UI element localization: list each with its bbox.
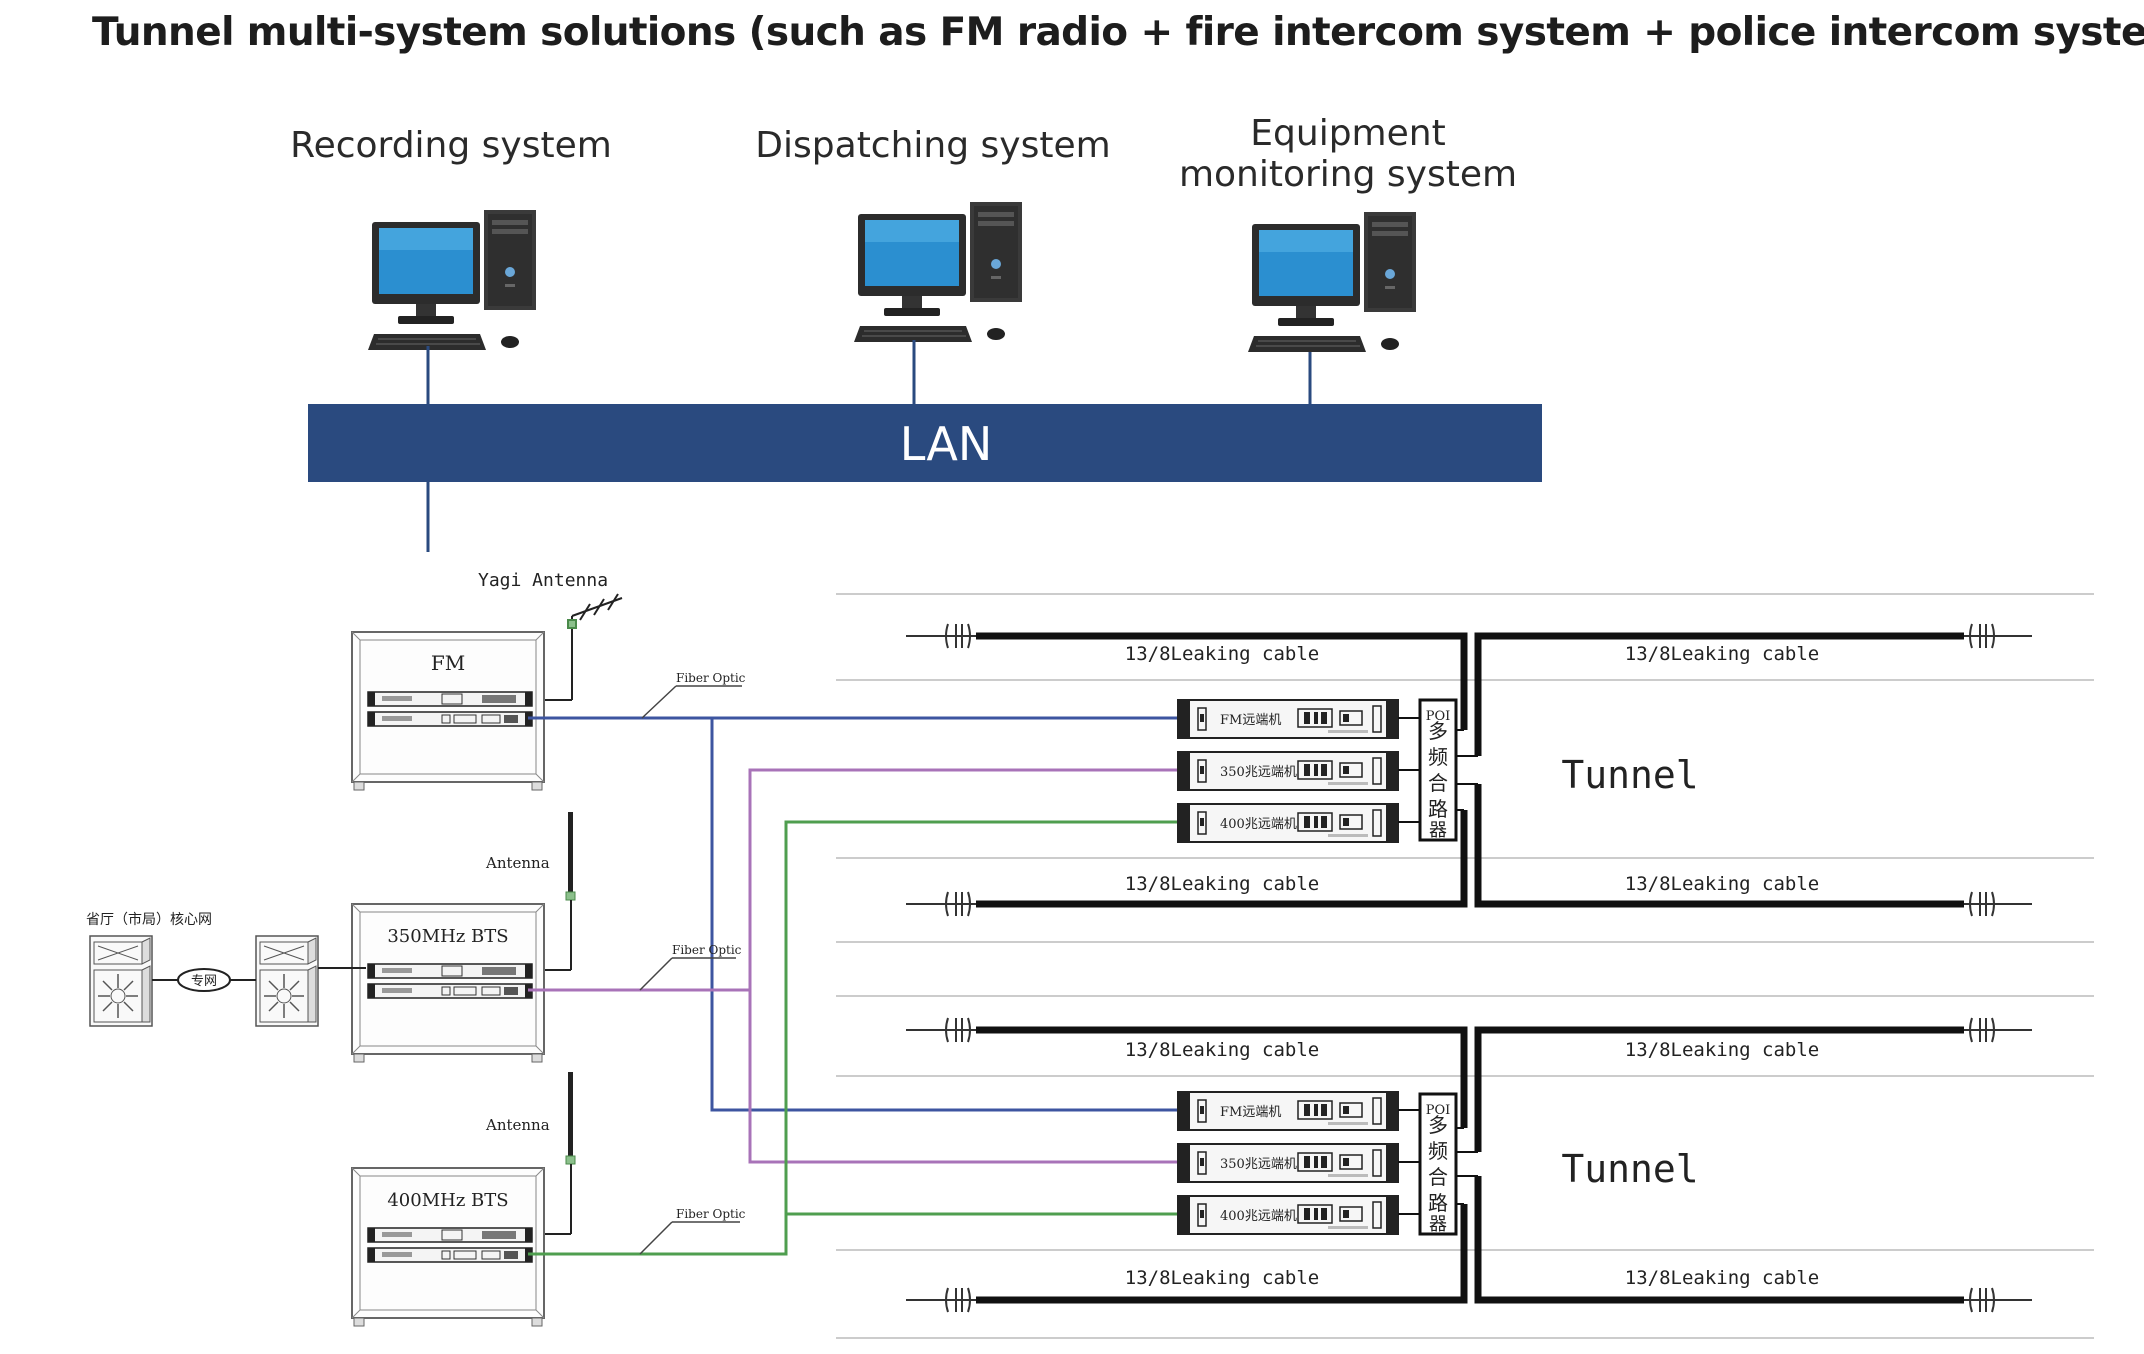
- combiner-char-2-0: 多: [1428, 1113, 1448, 1137]
- bts-350-rack-label: 350MHz BTS: [387, 926, 508, 947]
- leaking-cable-t1-top-left: [976, 632, 1468, 730]
- combiner-char-1-2: 合: [1428, 771, 1448, 795]
- private-network-label: 专网: [191, 974, 217, 989]
- bts-400-rack-label: 400MHz BTS: [387, 1190, 508, 1211]
- combiner-char-1-3: 路: [1428, 797, 1448, 821]
- monitoring-system-label-line2: monitoring system: [1179, 154, 1517, 195]
- fiber-350-branch: [748, 990, 1180, 1164]
- monitoring-system-label-line1: Equipment: [1250, 113, 1445, 154]
- combiner-char-1-4: 器: [1429, 820, 1447, 841]
- tunnel-1-label: Tunnel: [1561, 753, 1698, 797]
- connector-t1-tr: [1963, 623, 2001, 649]
- core-switch-icon: [89, 935, 153, 1027]
- antenna-350-label: Antenna: [485, 854, 550, 872]
- combiner-char-2-3: 路: [1428, 1191, 1448, 1215]
- remote-350-label-2: 350兆远端机: [1220, 1157, 1297, 1172]
- combiner-char-2-2: 合: [1428, 1165, 1448, 1189]
- leaking-cable-t1-bottom-right: [1474, 784, 1964, 908]
- recording-computer-icon: [367, 209, 537, 351]
- antenna-400-label: Antenna: [485, 1116, 550, 1134]
- connector-t2-bl: [939, 1287, 977, 1313]
- cable-label-t1-bl: 13/8Leaking cable: [1125, 873, 1319, 895]
- connector-t2-br: [1963, 1287, 2001, 1313]
- leaking-cable-t2-bottom-right: [1474, 1176, 1964, 1304]
- core-network-label: 省厅（市局）核心网: [86, 911, 212, 928]
- fm-remote-label-1: FM远端机: [1220, 713, 1281, 728]
- leaking-cable-t2-top-right: [1474, 1026, 1964, 1152]
- connector-t1-br: [1963, 891, 2001, 917]
- connector-t1-bl: [939, 891, 977, 917]
- leaking-cable-t1-bottom-left: [976, 810, 1468, 908]
- monitoring-computer-icon: [1247, 211, 1417, 353]
- dispatching-computer-icon: [853, 201, 1023, 343]
- dispatching-system-label: Dispatching system: [755, 125, 1110, 166]
- fm-rack-label: FM: [431, 651, 465, 675]
- combiner-char-2-1: 频: [1428, 1139, 1448, 1163]
- tunnel-2-label: Tunnel: [1561, 1147, 1698, 1191]
- combiner-char-2-4: 器: [1429, 1214, 1447, 1235]
- fiber-350-line: [528, 768, 1180, 992]
- page-title: Tunnel multi-system solutions (such as F…: [92, 10, 2144, 55]
- poi-label-2: POI: [1426, 1103, 1451, 1118]
- cable-label-t1-tl: 13/8Leaking cable: [1125, 643, 1319, 665]
- poi-combiner-1: [1418, 698, 1458, 842]
- fiber-optic-label-350: Fiber Optic: [672, 943, 742, 957]
- fiber-optic-label-fm: Fiber Optic: [676, 671, 746, 685]
- combiner-char-1-0: 多: [1428, 719, 1448, 743]
- remote-350-label-1: 350兆远端机: [1220, 765, 1297, 780]
- yagi-antenna-label: Yagi Antenna: [478, 570, 608, 591]
- lan-label: LAN: [900, 417, 993, 471]
- cable-label-t1-br: 13/8Leaking cable: [1625, 873, 1819, 895]
- fiber-400-line: [528, 820, 1180, 1256]
- recording-system-label: Recording system: [290, 125, 612, 166]
- connector-t2-tr: [1963, 1017, 2001, 1043]
- poi-label-1: POI: [1426, 709, 1451, 724]
- cable-label-t2-tl: 13/8Leaking cable: [1125, 1039, 1319, 1061]
- remote-400-label-2: 400兆远端机: [1220, 1209, 1297, 1224]
- cable-label-t2-tr: 13/8Leaking cable: [1625, 1039, 1819, 1061]
- connector-t2-tl: [939, 1017, 977, 1043]
- combiner-char-1-1: 频: [1428, 745, 1448, 769]
- cable-label-t2-bl: 13/8Leaking cable: [1125, 1267, 1319, 1289]
- lan-bar: [308, 404, 1542, 482]
- remote-400-label-1: 400兆远端机: [1220, 817, 1297, 832]
- private-network-cloud-icon: [152, 968, 256, 992]
- fiber-optic-label-400: Fiber Optic: [676, 1207, 746, 1221]
- access-switch-icon: [255, 935, 319, 1027]
- leaking-cable-t1-top-right: [1474, 632, 1964, 756]
- fm-remote-label-2: FM远端机: [1220, 1105, 1281, 1120]
- cable-label-t1-tr: 13/8Leaking cable: [1625, 643, 1819, 665]
- leaking-cable-t2-bottom-left: [976, 1204, 1468, 1304]
- connector-t1-tl: [939, 623, 977, 649]
- leaking-cable-t2-top-left: [976, 1026, 1468, 1128]
- fm-remote-unit-1: [1177, 699, 1399, 739]
- fm-fiber-branch: [710, 718, 1180, 1112]
- poi-combiner-2: [1418, 1092, 1458, 1236]
- cable-label-t2-br: 13/8Leaking cable: [1625, 1267, 1819, 1289]
- fm-remote-unit-2: [1177, 1091, 1399, 1131]
